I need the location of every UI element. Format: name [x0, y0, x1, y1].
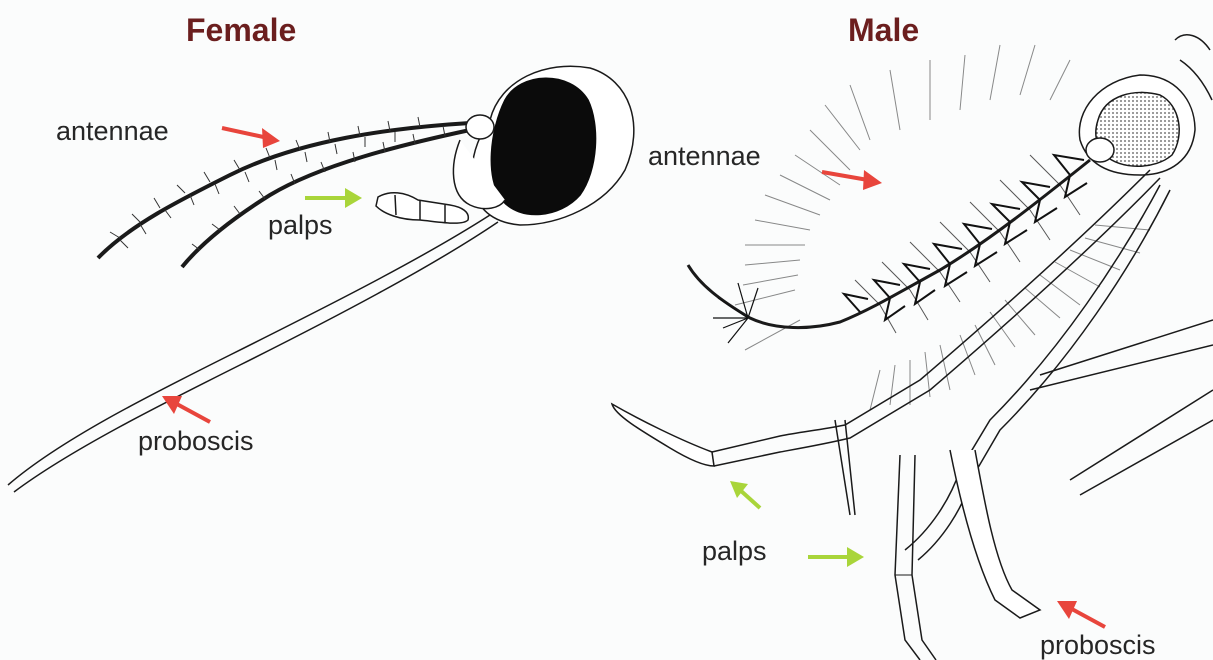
female-proboscis-arrow-icon [162, 396, 210, 422]
female-proboscis-label: proboscis [138, 428, 254, 455]
female-antennae-label: antennae [56, 118, 169, 145]
female-antennae-arrow-icon [222, 128, 280, 148]
male-antennae-arrow-icon [822, 170, 882, 190]
female-palps-arrow-icon [305, 188, 362, 208]
male-antennae-label: antennae [648, 143, 761, 170]
male-palps-upper-arrow-icon [730, 481, 760, 508]
male-mosquito-head [612, 35, 1213, 660]
male-title: Male [848, 14, 919, 46]
male-palps-lower-arrow-icon [808, 547, 864, 567]
female-title: Female [186, 14, 296, 46]
male-proboscis-label: proboscis [1040, 632, 1156, 659]
male-palps-label: palps [702, 538, 767, 565]
male-proboscis-arrow-icon [1057, 601, 1105, 627]
female-palps-label: palps [268, 212, 333, 239]
